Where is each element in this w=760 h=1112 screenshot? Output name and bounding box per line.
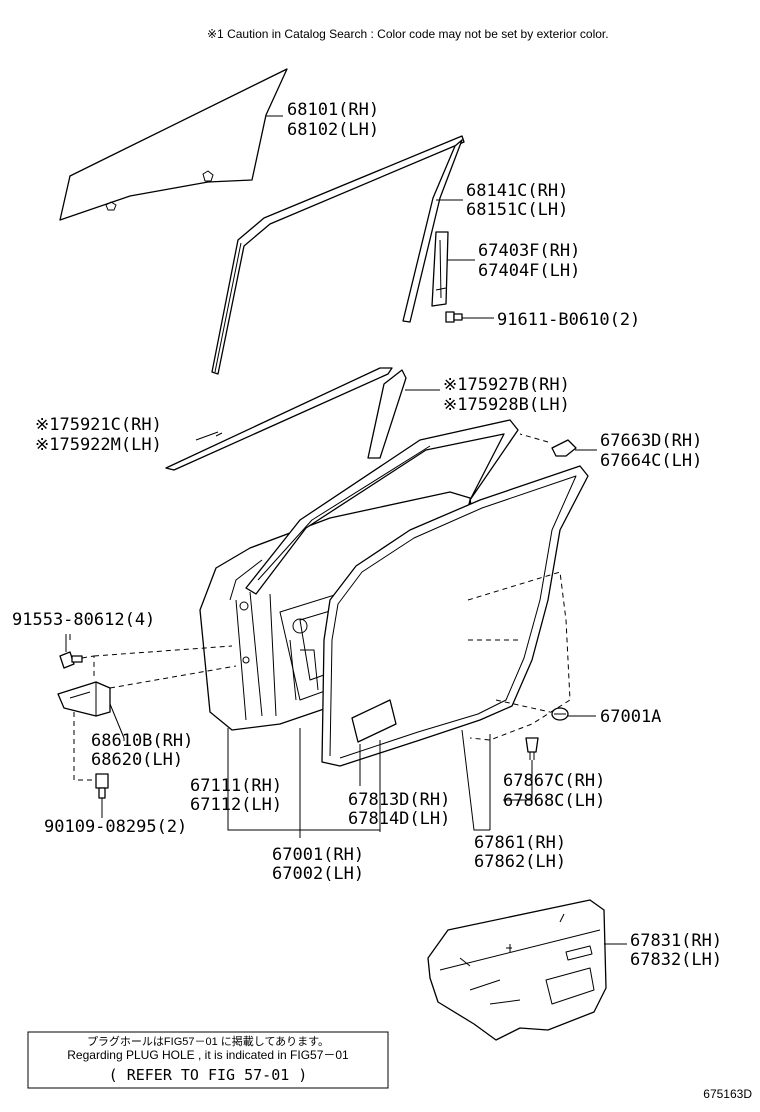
door-silencer[interactable] <box>427 899 607 1041</box>
label-91553: 91553-80612(4) <box>12 610 155 630</box>
label-67868c: 67868C(LH) <box>503 791 605 811</box>
label-67861: 67861(RH) <box>474 833 566 853</box>
figure-id: 675163D <box>703 1087 752 1101</box>
label-67403f: 67403F(RH) <box>478 241 580 261</box>
label-68610b: 68610B(RH) <box>91 731 193 751</box>
label-67111: 67111(RH) <box>190 776 282 796</box>
label-91611: 91611-B0610(2) <box>497 310 640 330</box>
label-67663d: 67663D(RH) <box>600 431 702 451</box>
label-68101: 68101(RH) <box>287 100 379 120</box>
label-67813d: 67813D(RH) <box>348 790 450 810</box>
label-67404f: 67404F(LH) <box>478 261 580 281</box>
note-line-1: プラグホールはFIG57－01 に掲載してあります。 <box>87 1034 329 1048</box>
caution-text: ※1 Caution in Catalog Search : Color cod… <box>207 27 609 41</box>
hole-cover[interactable] <box>351 699 397 743</box>
pillar-garnish[interactable] <box>367 369 407 459</box>
clip-67867-icon[interactable] <box>525 737 539 760</box>
label-75922m: ※175922M(LH) <box>35 435 162 455</box>
note-line-3: ( REFER TO FIG 57-01 ) <box>109 1066 308 1084</box>
mirror-cover[interactable] <box>519 433 577 457</box>
label-68620: 68620(LH) <box>91 750 183 770</box>
label-75928b: ※175928B(LH) <box>443 395 570 415</box>
glass-run-channel[interactable] <box>211 135 465 375</box>
belt-moulding[interactable] <box>165 367 393 471</box>
label-67867c: 67867C(RH) <box>503 771 605 791</box>
door-hinge[interactable] <box>57 681 111 717</box>
bolt-91553-icon[interactable] <box>59 651 83 669</box>
label-67001a: 67001A <box>600 707 661 727</box>
label-68141c: 68141C(RH) <box>466 181 568 201</box>
label-67832: 67832(LH) <box>630 950 722 970</box>
bolt-90109-icon[interactable] <box>95 773 109 799</box>
label-75927b: ※175927B(RH) <box>443 375 570 395</box>
label-67664c: 67664C(LH) <box>600 451 702 471</box>
label-67001: 67001(RH) <box>272 845 364 865</box>
door-glass[interactable] <box>59 68 288 221</box>
label-68102: 68102(LH) <box>287 120 379 140</box>
plug-hole-note: プラグホールはFIG57－01 に掲載してあります。 Regarding PLU… <box>27 1031 389 1089</box>
clip-67001a-icon[interactable] <box>551 707 569 721</box>
label-67862: 67862(LH) <box>474 852 566 872</box>
label-67814d: 67814D(LH) <box>348 809 450 829</box>
bolt-91611-icon[interactable] <box>445 311 463 323</box>
label-67002: 67002(LH) <box>272 864 364 884</box>
label-67831: 67831(RH) <box>630 931 722 951</box>
label-67112: 67112(LH) <box>190 795 282 815</box>
label-68151c: 68151C(LH) <box>466 200 568 220</box>
door-weatherstrip[interactable] <box>321 465 589 767</box>
note-line-2: Regarding PLUG HOLE , it is indicated in… <box>67 1048 349 1062</box>
label-75921c: ※175921C(RH) <box>35 415 162 435</box>
rear-lower-channel[interactable] <box>431 231 449 307</box>
label-90109: 90109-08295(2) <box>44 817 187 837</box>
